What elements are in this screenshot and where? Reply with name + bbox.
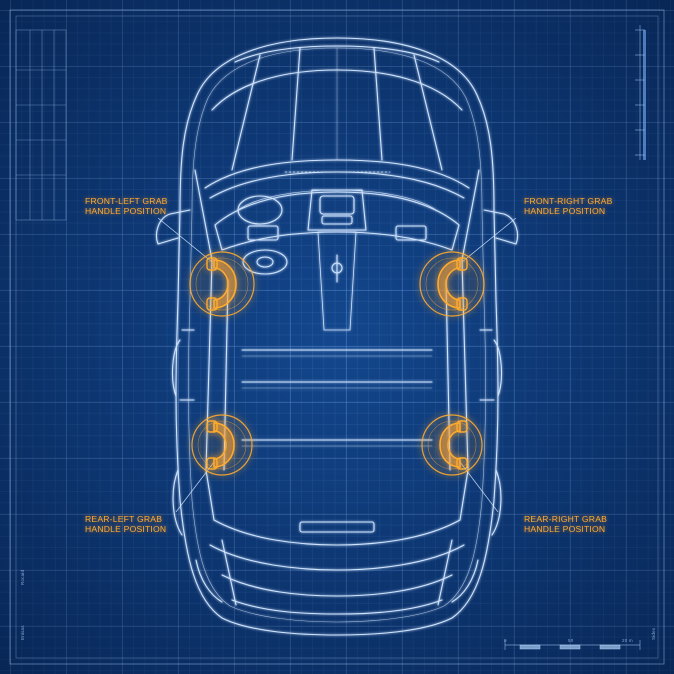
callout-rear-right-line2: HANDLE POSITION — [524, 524, 606, 534]
grab-handle-rear-left-marker — [191, 414, 253, 476]
drawing-frame — [9, 9, 665, 665]
callout-rear-right: REAR-RIGHT GRAB HANDLE POSITION — [524, 514, 607, 534]
callout-rear-left-line2: HANDLE POSITION — [85, 524, 167, 534]
scale-bar — [504, 640, 641, 650]
grab-handle-front-right-marker — [419, 251, 485, 317]
title-block — [15, 29, 67, 221]
side-label-1: Rocaid — [20, 569, 25, 585]
callout-front-right: FRONT-RIGHT GRAB HANDLE POSITION — [524, 196, 613, 216]
callout-rear-left-line1: REAR-LEFT GRAB — [85, 514, 163, 524]
grab-handle-front-left-marker — [189, 251, 255, 317]
side-label-2: Enisas — [20, 625, 25, 640]
scale-label-20m: 20 m — [622, 638, 633, 643]
side-label-sides: Sides — [651, 627, 656, 640]
callout-rear-left: REAR-LEFT GRAB HANDLE POSITION — [85, 514, 166, 534]
scale-label-50: 50 — [568, 638, 574, 643]
scale-label-0: 0 — [504, 638, 507, 643]
callout-front-left: FRONT-LEFT GRAB HANDLE POSITION — [85, 196, 168, 216]
callout-rear-right-line1: REAR-RIGHT GRAB — [524, 514, 608, 524]
callout-front-right-line2: HANDLE POSITION — [524, 206, 606, 216]
leader-lines — [157, 217, 517, 513]
grab-handle-rear-right-marker — [421, 414, 483, 476]
callout-front-left-line2: HANDLE POSITION — [85, 206, 167, 216]
callout-front-left-line1: FRONT-LEFT GRAB — [85, 196, 168, 206]
callout-front-right-line1: FRONT-RIGHT GRAB — [524, 196, 613, 206]
vertical-ruler — [635, 25, 646, 160]
car-outline — [155, 37, 519, 636]
